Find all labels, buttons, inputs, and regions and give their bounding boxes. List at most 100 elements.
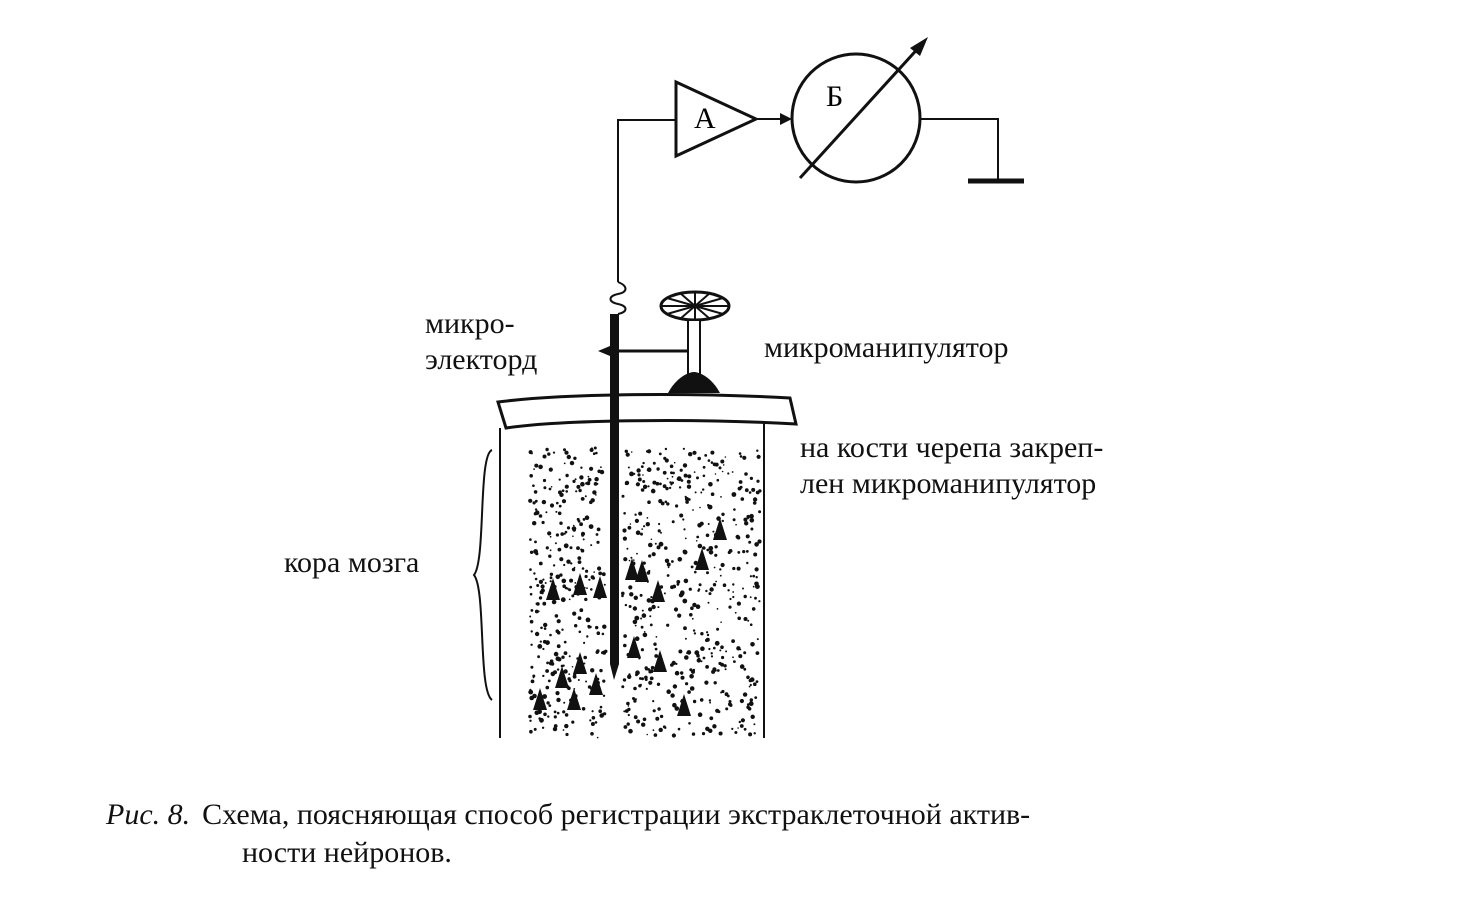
tissue-dot — [727, 550, 731, 555]
tissue-dot — [656, 467, 660, 471]
tissue-dot — [595, 494, 597, 496]
tissue-dot — [528, 714, 532, 719]
tissue-dot — [728, 605, 732, 609]
tissue-dot — [712, 583, 717, 587]
tissue-dot — [687, 474, 692, 479]
tissue-dot — [624, 482, 628, 486]
tissue-dot — [712, 724, 717, 729]
tissue-dot — [534, 499, 538, 503]
caption-line2: ности нейронов. — [242, 836, 452, 869]
tissue-dot — [556, 644, 561, 649]
micromanipulator — [598, 290, 731, 393]
tissue-dot — [710, 652, 713, 655]
tissue-dot — [588, 625, 592, 629]
tissue-dot — [655, 481, 660, 486]
tissue-dot — [664, 500, 668, 504]
tissue-dot — [660, 501, 665, 506]
tissue-dot — [682, 518, 685, 521]
tissue-dot — [706, 548, 710, 552]
tissue-dot — [585, 617, 591, 623]
tissue-dot — [709, 587, 714, 592]
tissue-dot — [532, 521, 537, 526]
tissue-dot — [533, 549, 538, 554]
tissue-dot — [548, 554, 552, 558]
tissue-dot — [731, 471, 734, 473]
tissue-dot — [743, 617, 748, 621]
neuron — [593, 576, 607, 598]
tissue-dot — [580, 481, 585, 487]
tissue-dot — [564, 723, 569, 729]
tissue-dot — [557, 547, 562, 552]
tissue-dot — [750, 642, 755, 647]
tissue-dot — [572, 611, 577, 616]
tissue-dot — [658, 522, 661, 526]
tissue-dot — [628, 674, 631, 677]
tissue-dot — [641, 613, 647, 618]
tissue-dot — [697, 543, 703, 549]
tissue-dot — [756, 638, 759, 641]
tissue-dot — [733, 660, 736, 663]
tissue-dot — [595, 533, 599, 536]
tissue-dot — [594, 721, 598, 724]
tissue-dot — [649, 623, 653, 627]
caption-prefix: Рис. 8. — [106, 798, 191, 831]
tissue-dot — [596, 649, 600, 653]
tissue-dot — [742, 550, 746, 554]
tissue-dot — [549, 549, 552, 552]
tissue-dot — [581, 534, 584, 537]
tissue-dot — [692, 699, 697, 704]
tissue-dot — [676, 476, 682, 482]
tissue-dot — [549, 576, 553, 580]
tissue-dot — [596, 736, 599, 739]
neuron — [625, 558, 639, 580]
tissue-dot — [756, 454, 761, 459]
tissue-dot — [753, 732, 756, 735]
tissue-dot — [534, 631, 540, 637]
microelectrode-label-line1: микро- — [425, 307, 515, 340]
tissue-dot — [547, 452, 551, 456]
tissue-dot — [648, 607, 653, 612]
tissue-dot — [574, 478, 577, 481]
tissue-dot — [739, 648, 742, 651]
manipulator-stem — [687, 319, 701, 381]
tissue-dot — [753, 723, 756, 726]
tissue-dot — [553, 670, 557, 675]
tissue-dot — [743, 667, 747, 671]
tissue-dot — [633, 595, 638, 600]
tissue-dot — [749, 698, 753, 702]
tissue-dot — [654, 647, 658, 651]
tissue-dot — [708, 592, 712, 596]
tissue-dot — [748, 678, 752, 683]
tissue-dot — [529, 474, 533, 478]
tissue-dot — [670, 483, 673, 486]
tissue-dot — [594, 477, 599, 482]
tissue-dot — [556, 711, 560, 715]
tissue-dot — [576, 484, 581, 489]
tissue-dot — [693, 632, 697, 635]
tissue-dot — [565, 732, 569, 737]
neuron — [533, 688, 547, 710]
tissue-dot — [590, 544, 593, 547]
tissue-dot — [565, 473, 569, 478]
tissue-dot — [700, 660, 703, 663]
tissue-dot — [706, 571, 709, 575]
tissue-dot — [601, 572, 606, 577]
tissue-dot — [561, 499, 567, 504]
tissue-dot — [728, 700, 732, 703]
neuron — [546, 578, 560, 600]
tissue-dot — [689, 613, 693, 617]
tissue-dot — [636, 552, 638, 555]
tissue-dot — [580, 548, 585, 553]
tissue-dot — [636, 468, 641, 473]
tissue-dot — [650, 538, 653, 541]
tissue-dot — [533, 490, 538, 494]
tissue-dot — [698, 583, 702, 587]
tissue-dot — [587, 475, 590, 478]
tissue-dot — [664, 558, 670, 563]
tissue-dot — [552, 451, 556, 454]
tissue-dot — [637, 477, 642, 482]
tissue-dot — [664, 546, 668, 550]
tissue-dot — [752, 608, 756, 611]
tissue-dot — [580, 466, 583, 469]
tissue-dot — [719, 649, 722, 652]
